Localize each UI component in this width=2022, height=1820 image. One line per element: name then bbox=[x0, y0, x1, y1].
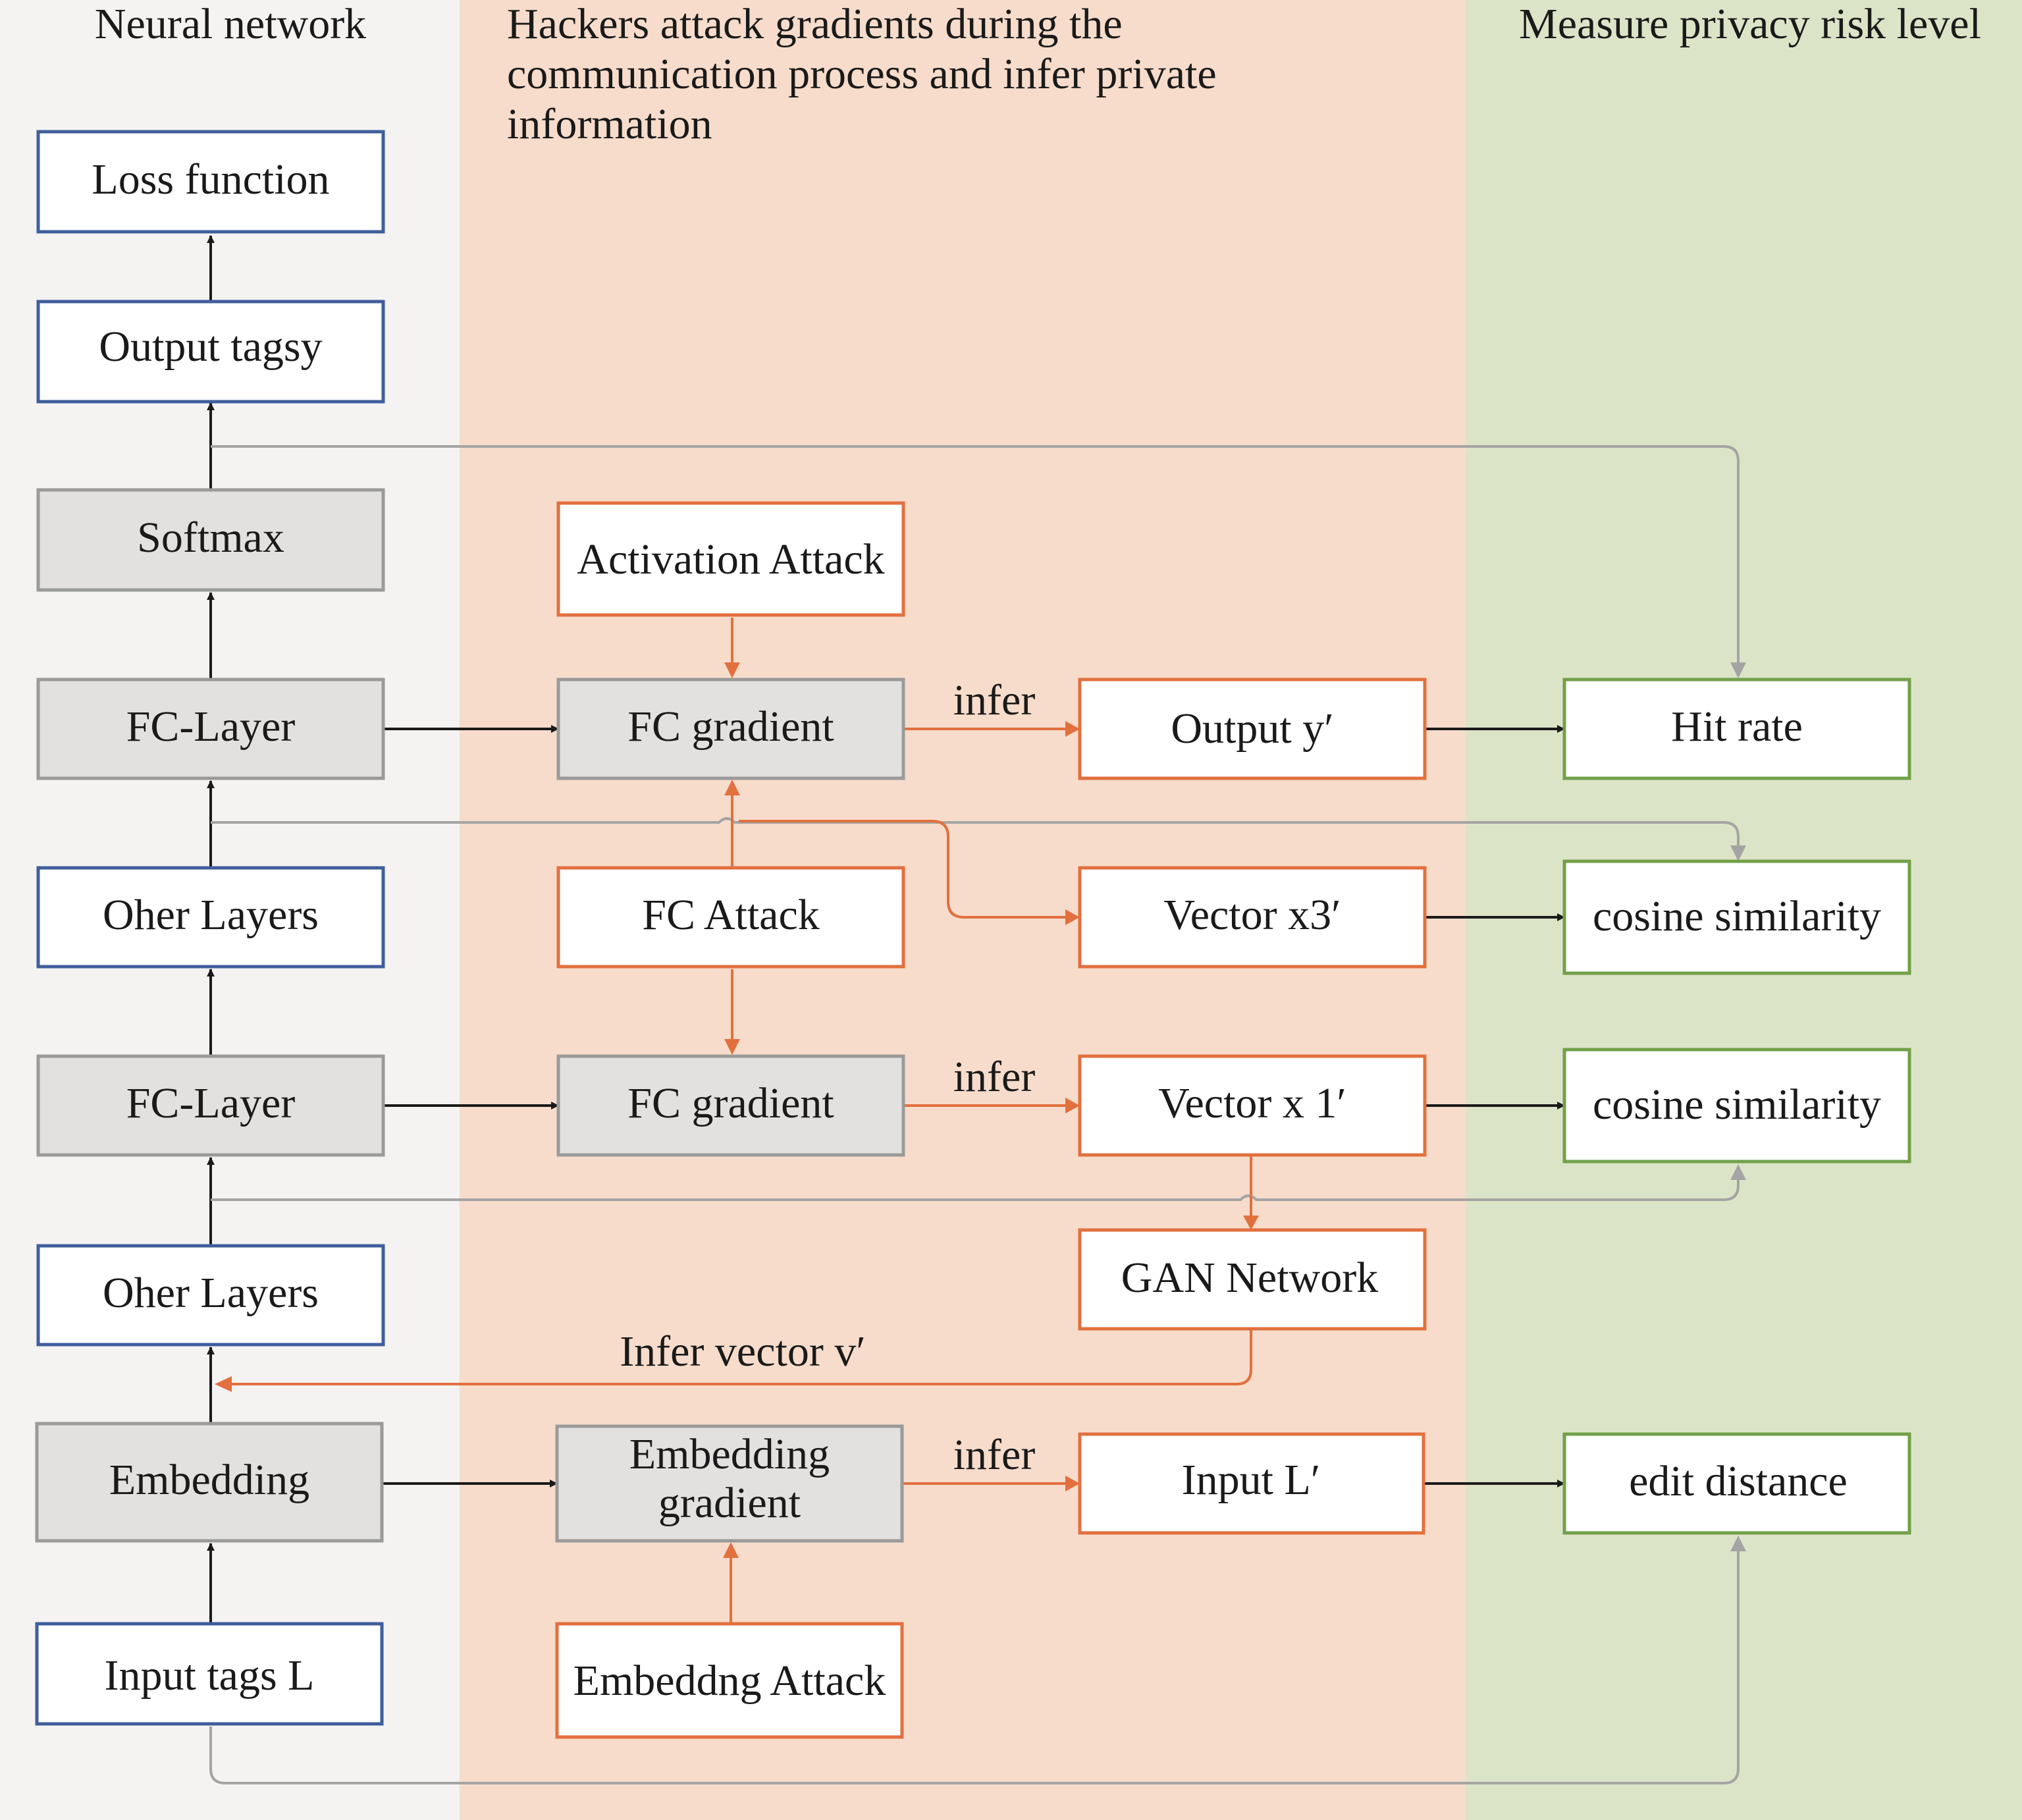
hit-rate-label: Hit rate bbox=[1671, 703, 1803, 751]
edge-infer-vector-x3 bbox=[739, 820, 1068, 919]
vector-x1-label: Vector x 1′ bbox=[1158, 1079, 1346, 1127]
fc-gradient-top-node: FC gradient bbox=[556, 678, 905, 780]
fc-layer-top-label: FC-Layer bbox=[126, 703, 296, 751]
embedding-attack-node: Embeddng Attack bbox=[555, 1622, 904, 1739]
loss-function-node: Loss function bbox=[36, 130, 385, 234]
edge-fc-bypass-to-cosine-top bbox=[211, 817, 1740, 853]
label-infer-top: infer bbox=[953, 676, 1036, 724]
cosine-similarity-bottom-node: cosine similarity bbox=[1562, 1048, 1911, 1164]
vector-x1-node: Vector x 1′ bbox=[1078, 1054, 1427, 1157]
embedding-node: Embedding bbox=[35, 1422, 384, 1543]
input-l-node: Input L′ bbox=[1078, 1432, 1425, 1535]
arrowhead-output-y bbox=[1065, 721, 1080, 737]
arrowhead-cosine-top bbox=[1730, 845, 1746, 861]
embedding-gradient-node: Embedding gradient bbox=[555, 1424, 904, 1543]
fc-layer-bottom-node: FC-Layer bbox=[36, 1054, 385, 1157]
fc-layer-top-node: FC-Layer bbox=[36, 678, 385, 780]
edge-fc-bypass-to-cosine-bottom bbox=[211, 1175, 1740, 1201]
hackers-title-line-2: communication process and infer private bbox=[507, 50, 1217, 98]
fc-attack-node: FC Attack bbox=[556, 866, 905, 969]
arrowhead-fc-gradient-top-up bbox=[724, 780, 740, 795]
hit-rate-node: Hit rate bbox=[1562, 678, 1911, 780]
arrowhead-cosine-bottom bbox=[1730, 1164, 1746, 1180]
loss-function-label: Loss function bbox=[92, 155, 329, 203]
output-y-node: Output y′ bbox=[1078, 678, 1427, 780]
output-tags-label: Output tagsy bbox=[99, 323, 322, 371]
cosine-similarity-bottom-label: cosine similarity bbox=[1593, 1081, 1881, 1129]
label-infer-mid: infer bbox=[953, 1053, 1036, 1101]
edge-gan-to-other-layers bbox=[229, 1330, 1252, 1385]
arrowhead-embedding-gradient bbox=[723, 1542, 739, 1558]
activation-attack-label: Activation Attack bbox=[577, 535, 884, 583]
input-tags-label: Input tags L bbox=[105, 1651, 315, 1700]
softmax-label: Softmax bbox=[137, 514, 284, 562]
other-layers-top-node: Oher Layers bbox=[36, 866, 385, 969]
fc-gradient-top-label: FC gradient bbox=[627, 703, 834, 751]
label-infer-bottom: infer bbox=[953, 1431, 1036, 1479]
arrowhead-fc-gradient-bottom bbox=[724, 1039, 740, 1055]
vector-x3-label: Vector x3′ bbox=[1163, 891, 1341, 939]
cosine-similarity-top-node: cosine similarity bbox=[1562, 859, 1911, 975]
edit-distance-node: edit distance bbox=[1562, 1432, 1911, 1535]
arrowhead-edit-distance bbox=[1730, 1536, 1746, 1551]
fc-gradient-bottom-label: FC gradient bbox=[627, 1079, 834, 1127]
input-l-label: Input L′ bbox=[1182, 1456, 1321, 1504]
gan-network-node: GAN Network bbox=[1078, 1228, 1427, 1331]
embedding-gradient-label-line-2: gradient bbox=[658, 1479, 801, 1527]
other-layers-top-label: Oher Layers bbox=[103, 891, 319, 939]
fc-gradient-bottom-node: FC gradient bbox=[556, 1054, 905, 1157]
input-tags-node: Input tags L bbox=[35, 1622, 384, 1726]
edge-output-bypass-to-hit-rate bbox=[211, 445, 1740, 669]
neural-network-title: Neural network bbox=[95, 0, 366, 48]
other-layers-bottom-label: Oher Layers bbox=[103, 1269, 319, 1317]
activation-attack-node: Activation Attack bbox=[556, 501, 905, 617]
label-infer-vector: Infer vector v′ bbox=[620, 1327, 866, 1376]
embedding-label: Embedding bbox=[109, 1456, 309, 1504]
arrowhead-hit-rate bbox=[1730, 662, 1746, 678]
arrowhead-gan bbox=[1243, 1216, 1259, 1230]
edit-distance-label: edit distance bbox=[1629, 1457, 1848, 1505]
fc-layer-bottom-label: FC-Layer bbox=[126, 1079, 296, 1127]
hackers-title-line-1: Hackers attack gradients during the bbox=[507, 0, 1123, 48]
arrowhead-fc-gradient-top bbox=[724, 662, 740, 678]
output-tags-node: Output tagsy bbox=[36, 300, 385, 404]
other-layers-bottom-node: Oher Layers bbox=[36, 1244, 385, 1347]
fc-attack-label: FC Attack bbox=[642, 891, 820, 939]
arrowhead-other-layers-bottom bbox=[215, 1376, 232, 1392]
privacy-title: Measure privacy risk level bbox=[1519, 0, 1981, 48]
arrowhead-vector-x3 bbox=[1065, 909, 1080, 925]
vector-x3-node: Vector x3′ bbox=[1078, 866, 1427, 969]
arrowhead-vector-x1 bbox=[1065, 1098, 1080, 1113]
embedding-gradient-label-line-1: Embedding bbox=[629, 1430, 830, 1478]
arrowhead-input-l bbox=[1065, 1476, 1080, 1491]
output-y-label: Output y′ bbox=[1171, 705, 1333, 753]
softmax-node: Softmax bbox=[36, 488, 385, 592]
hackers-title-line-3: information bbox=[507, 100, 712, 148]
gan-network-label: GAN Network bbox=[1121, 1254, 1378, 1302]
edge-input-bypass-to-edit-distance bbox=[209, 1546, 1740, 1784]
cosine-similarity-top-label: cosine similarity bbox=[1593, 892, 1881, 940]
embedding-attack-label: Embeddng Attack bbox=[573, 1657, 886, 1705]
